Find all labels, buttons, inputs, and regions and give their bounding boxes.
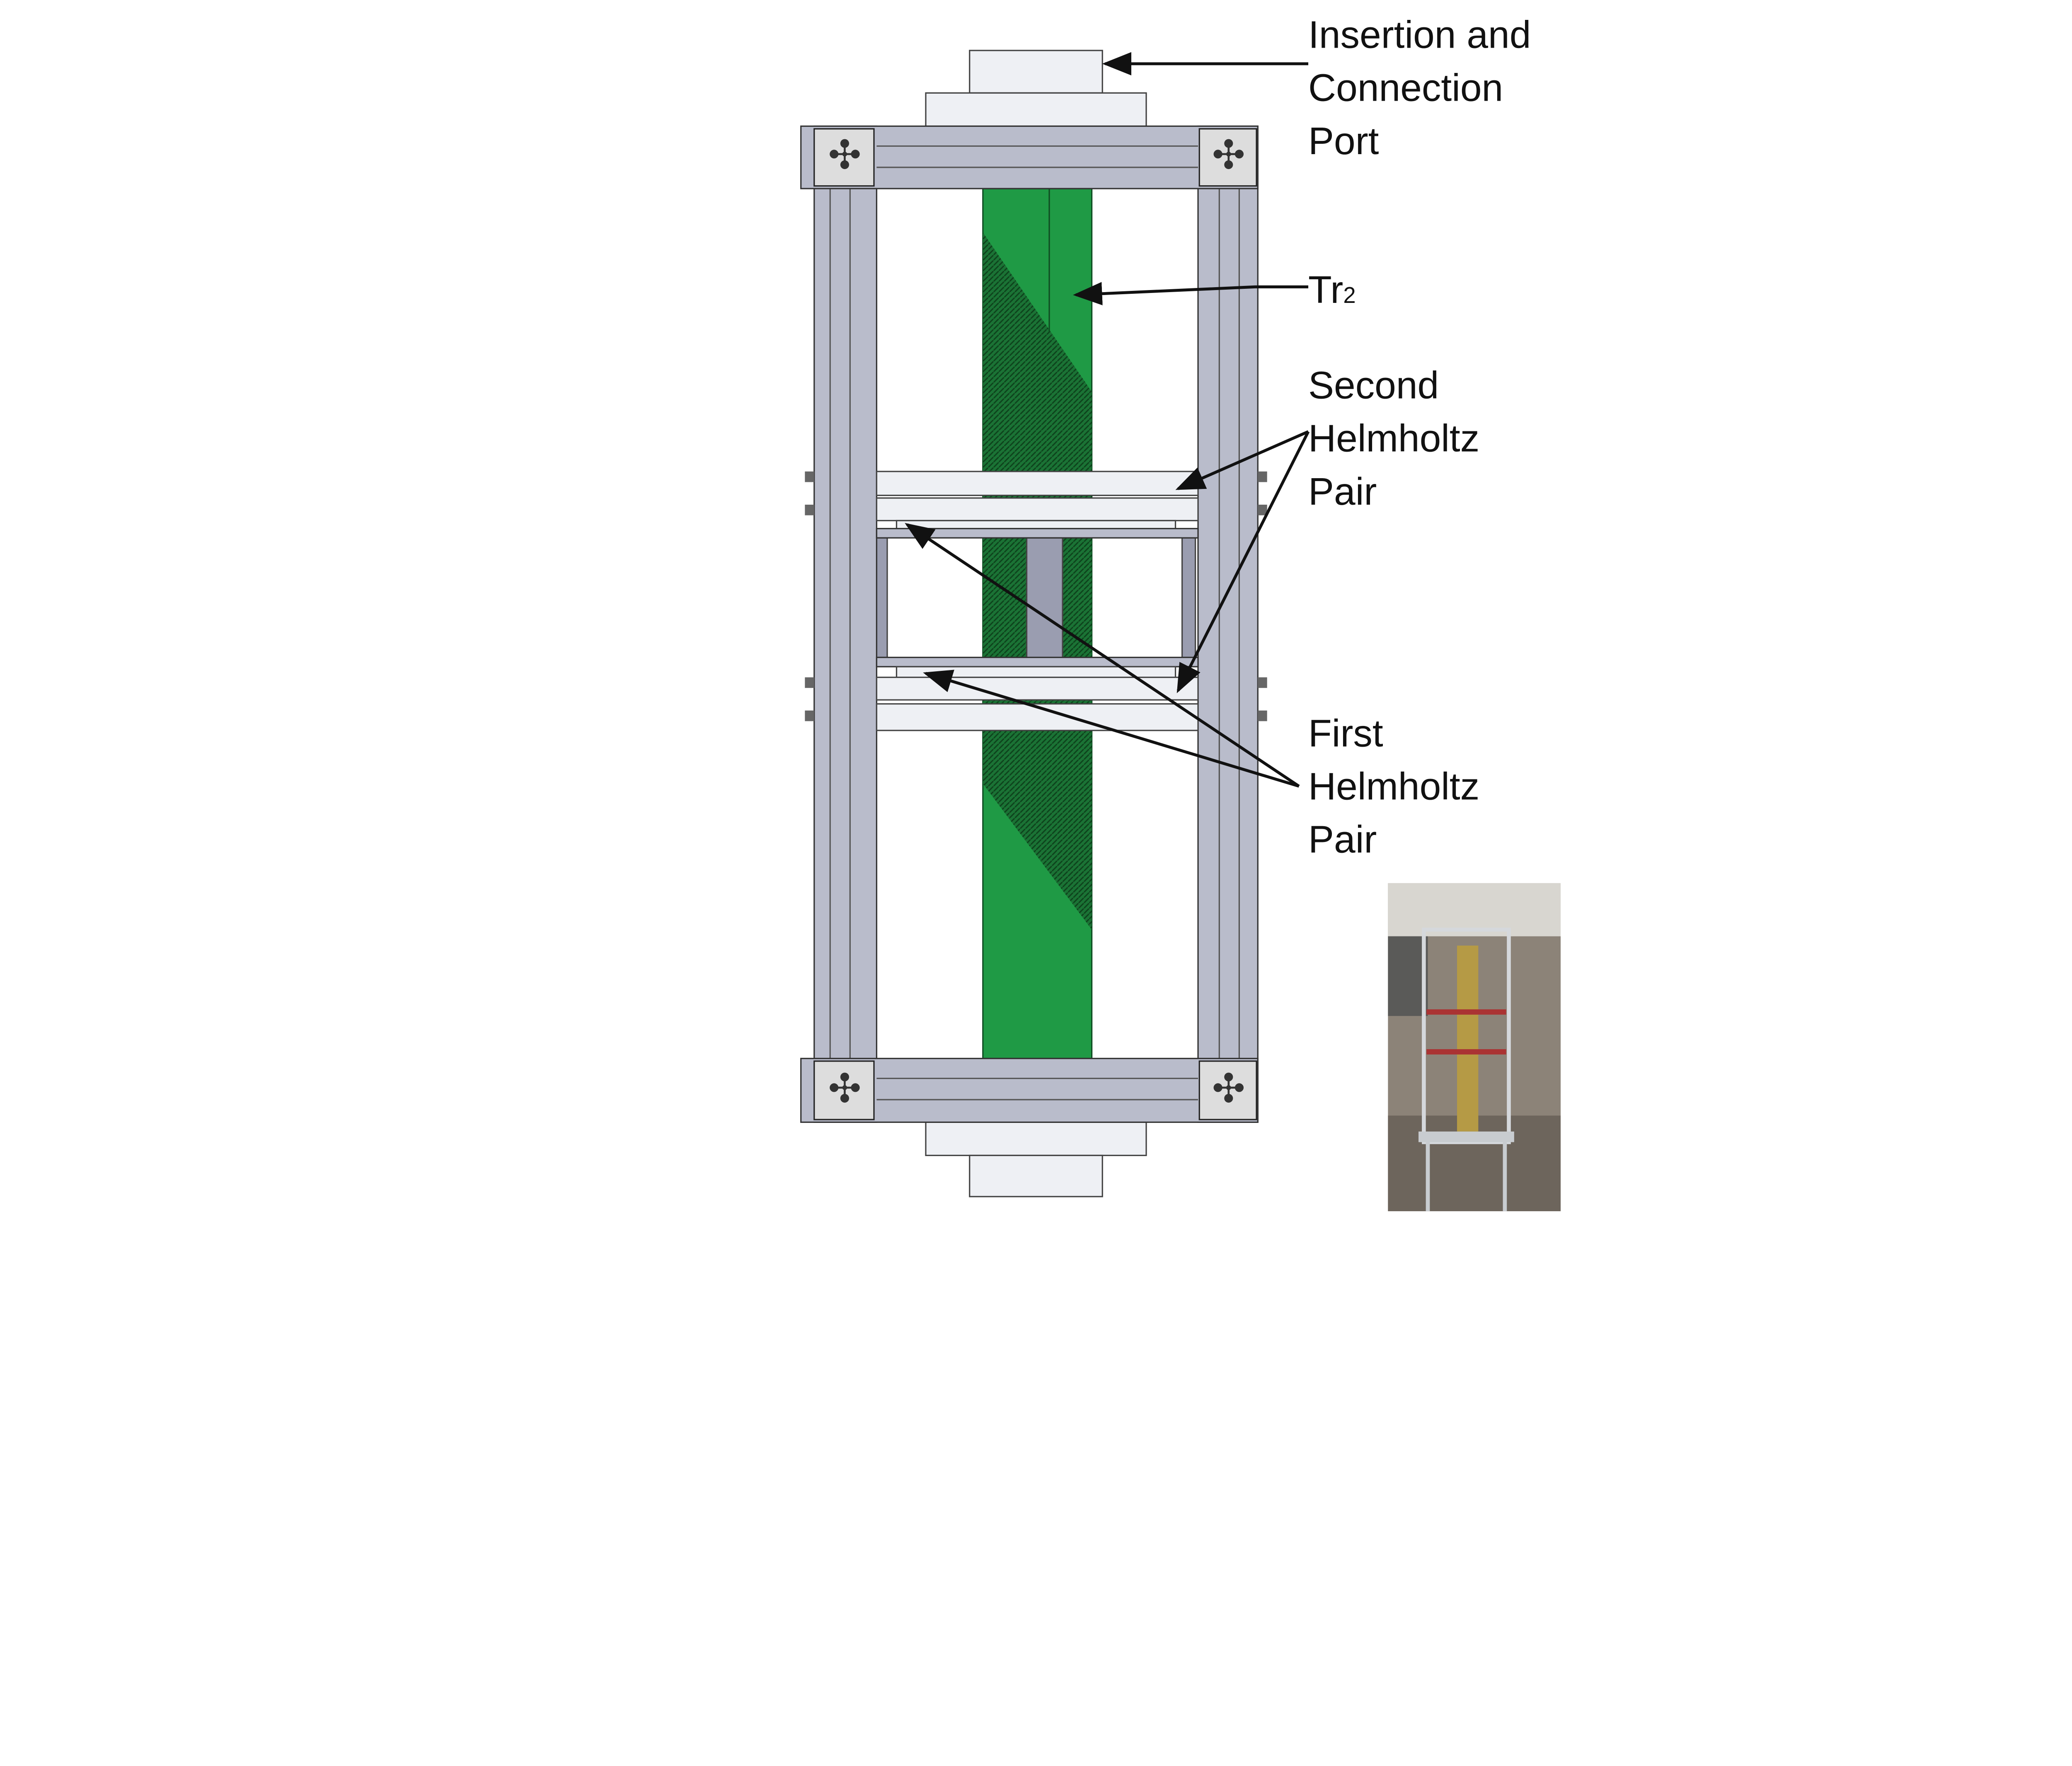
port-label-line: Connection: [1308, 66, 1503, 109]
second-helmholtz-pair: [805, 471, 1267, 539]
first-pair-label-line: Pair: [1308, 818, 1377, 861]
port-label: Insertion and Connection Port: [1308, 13, 1531, 162]
bottom-port: [925, 1121, 1147, 1197]
tr2-label: Tr2: [1308, 268, 1356, 311]
tr2-label-main: Tr2: [1308, 268, 1356, 311]
second-pair-label-line: Helmholtz: [1308, 417, 1479, 460]
port-label-line: Port: [1308, 119, 1379, 162]
svg-text:✣: ✣: [828, 132, 862, 178]
svg-text:✣: ✣: [1212, 1065, 1245, 1112]
apparatus-diagram: ✣ ✣ ✣ ✣ Insertion and Connection: [800, 13, 1561, 1212]
svg-text:✣: ✣: [1212, 132, 1245, 178]
first-pair-label-line: First: [1308, 711, 1383, 755]
top-port: [925, 50, 1147, 127]
second-pair-label-line: Second: [1308, 364, 1439, 407]
top-crossbar: ✣ ✣: [800, 125, 1259, 189]
first-pair-label-line: Helmholtz: [1308, 764, 1479, 808]
inset-photo: [1388, 883, 1561, 1212]
port-label-line: Insertion and: [1308, 13, 1531, 56]
first-pair-label: First Helmholtz Pair: [1308, 711, 1479, 861]
svg-text:✣: ✣: [828, 1065, 862, 1112]
second-pair-label-line: Pair: [1308, 470, 1377, 513]
bottom-crossbar: ✣ ✣: [800, 1057, 1259, 1123]
inner-rods: [876, 537, 1196, 658]
second-pair-label: Second Helmholtz Pair: [1308, 364, 1479, 513]
callout-arrows: [905, 52, 1310, 788]
